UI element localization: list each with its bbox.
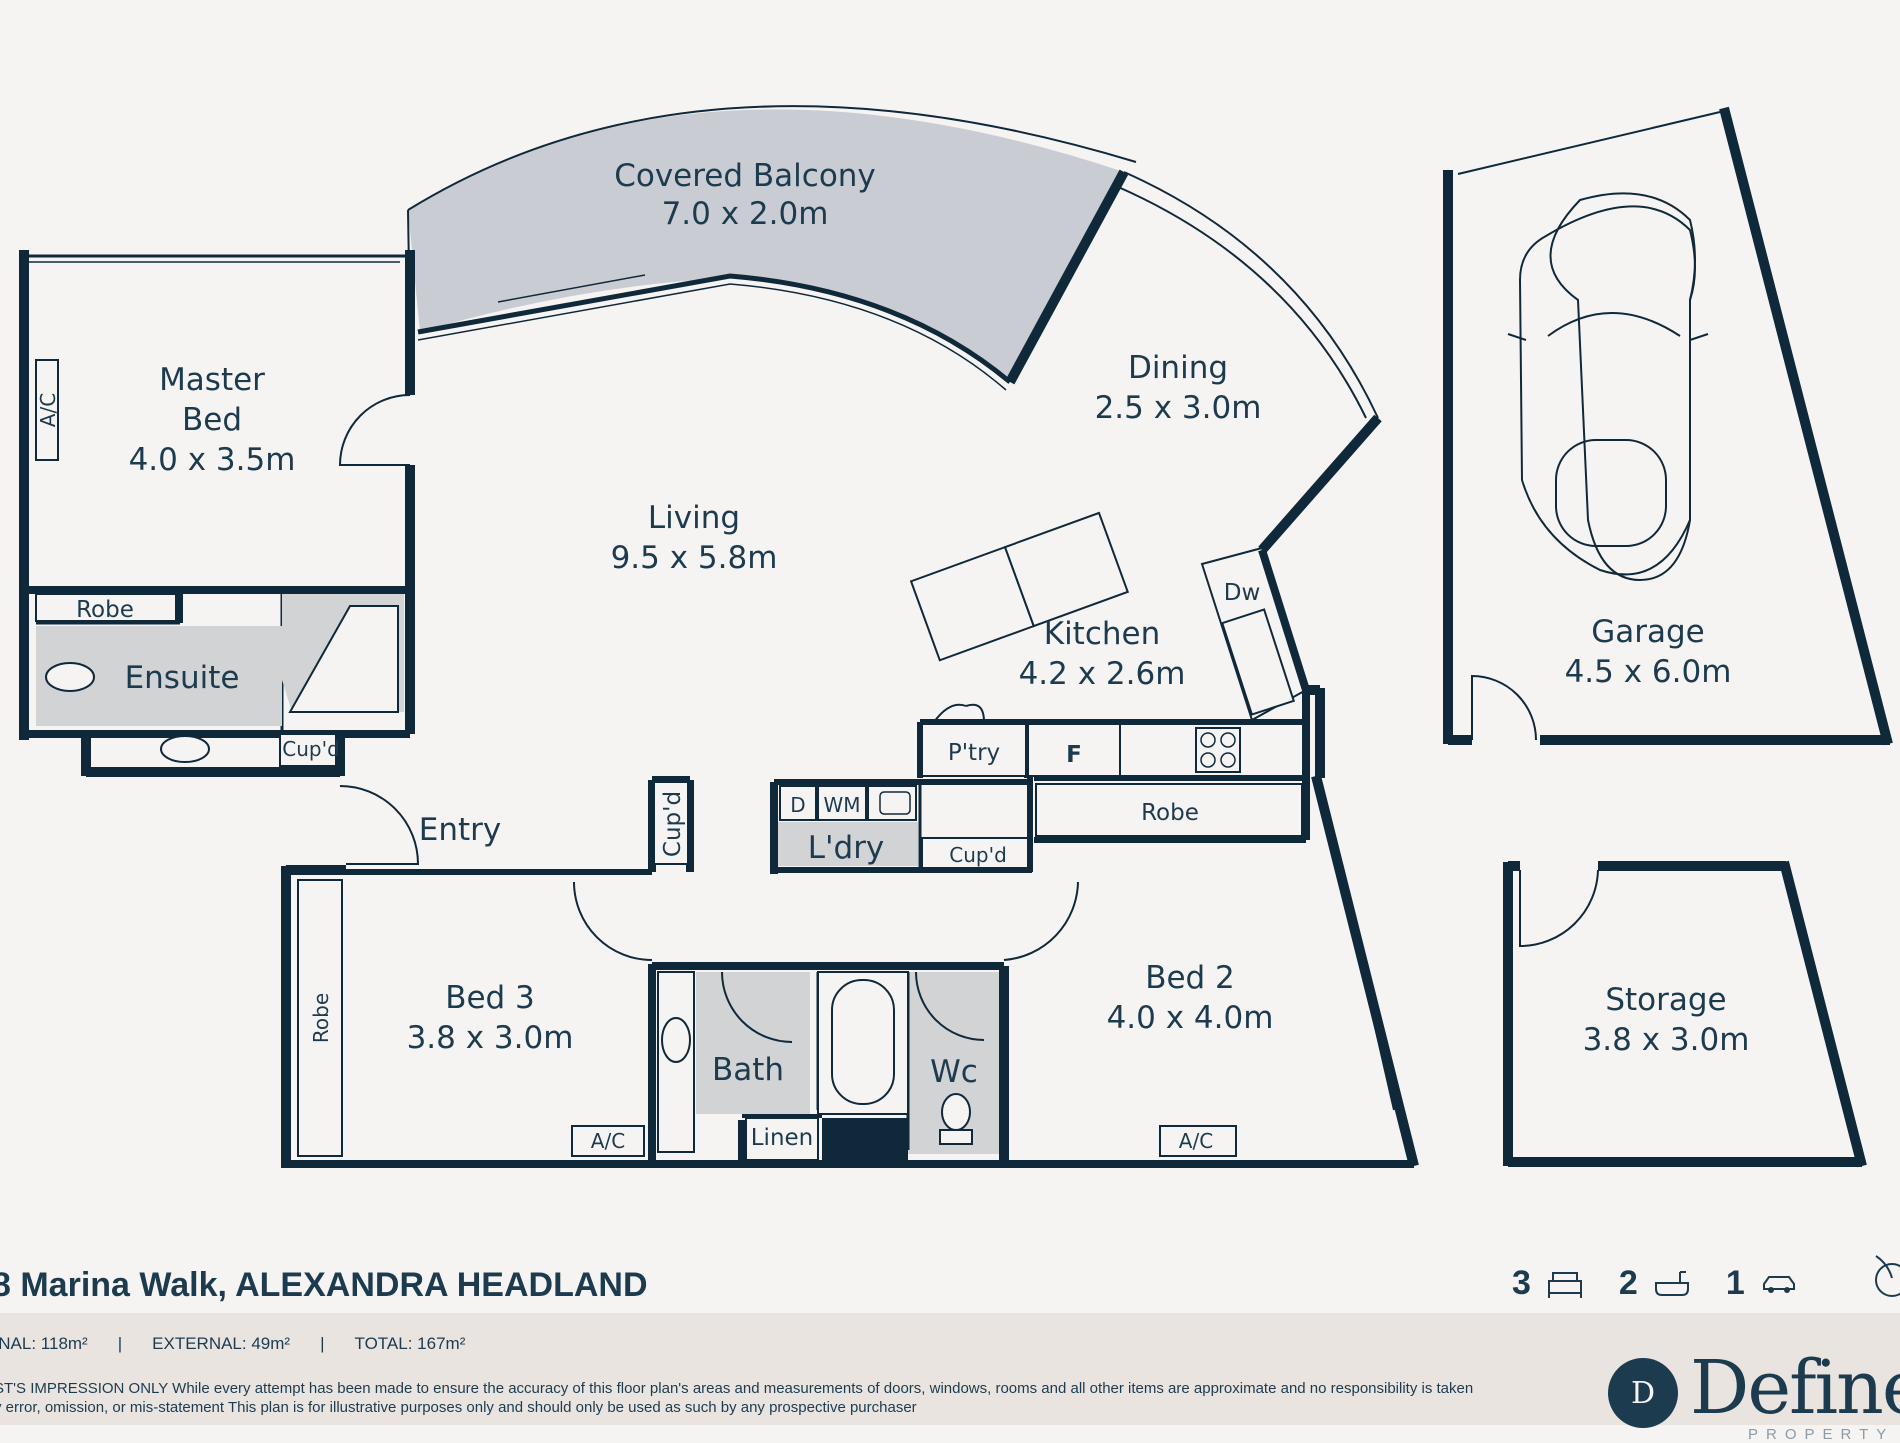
bed3-size: 3.8 x 3.0m <box>407 1020 574 1056</box>
car-icon <box>1761 1269 1797 1299</box>
living-name: Living <box>648 500 740 536</box>
stats-separator: | <box>117 1334 123 1353</box>
footer-bar <box>0 1313 1900 1425</box>
laundry-label: L'dry <box>808 830 885 866</box>
ensuite-basin-icon <box>160 735 210 763</box>
fridge-label: F <box>1066 742 1082 768</box>
covered-balcony-area <box>408 109 1124 383</box>
balcony-sliding-door <box>417 273 1012 384</box>
balcony-railing <box>407 105 1137 211</box>
leaf-logo-icon <box>1866 1250 1900 1305</box>
bath-basin-icon <box>661 1017 691 1063</box>
ensuite-label: Ensuite <box>125 660 240 696</box>
master-ac-label: A/C <box>36 393 60 427</box>
stats-separator: | <box>320 1334 325 1353</box>
storage-walls <box>1503 860 1867 1168</box>
storage-name: Storage <box>1605 982 1726 1018</box>
brand-name: Define <box>1690 1345 1900 1431</box>
bed-icon <box>1547 1269 1583 1299</box>
car-space-count: 1 <box>1725 1264 1745 1302</box>
bed3-walls <box>281 776 1010 1168</box>
kitchen-name: Kitchen <box>1044 616 1161 652</box>
garage-car-icon <box>1507 192 1709 582</box>
laundry-cupd-label: Cup'd <box>949 843 1007 867</box>
disclaimer-line-2: y error, omission, or mis-statement This… <box>0 1399 917 1416</box>
storage-size: 3.8 x 3.0m <box>1583 1022 1750 1058</box>
external-area: EXTERNAL: 49m² <box>152 1334 291 1353</box>
ensuite-cupd-label: Cup'd <box>282 737 340 761</box>
washing-machine <box>817 785 867 821</box>
bed3-robe-label: Robe <box>309 993 333 1043</box>
dining-size: 2.5 x 3.0m <box>1095 390 1262 426</box>
fridge <box>1027 723 1121 777</box>
kitchen-size: 4.2 x 2.6m <box>1019 656 1186 692</box>
area-stats: RNAL: 118m² | EXTERNAL: 49m² | TOTAL: 167m² <box>0 1334 465 1354</box>
bed2-ac-label: A/C <box>1179 1129 1213 1153</box>
garage-name: Garage <box>1591 614 1705 650</box>
master-bed-walls <box>19 250 415 777</box>
linen-label: Linen <box>751 1125 814 1151</box>
bath-wc-walls <box>652 962 1009 1168</box>
bathroom-count: 2 <box>1618 1264 1638 1302</box>
master-bed-size: 4.0 x 3.5m <box>129 442 296 478</box>
master-bed-name-1: Master <box>159 362 265 398</box>
bath-tile-floor <box>696 972 810 1114</box>
entry-cupd-label: Cup'd <box>660 791 686 857</box>
floor-plan: Covered Balcony 7.0 x 2.0m Master Bed 4.… <box>19 105 1893 1168</box>
kitchen-island <box>909 511 1130 662</box>
balcony-end-wall <box>1005 169 1129 385</box>
bed2-name: Bed 2 <box>1145 960 1235 996</box>
brand-logo: D Define PROPERTY <box>1608 1345 1900 1443</box>
garage-walls <box>1443 106 1893 746</box>
cupd-laundry <box>921 837 1029 869</box>
wc-toilet-icon <box>941 1093 971 1131</box>
dishwasher-label: Dw <box>1224 580 1261 606</box>
bed3-name: Bed 3 <box>445 980 535 1016</box>
master-ac-unit <box>35 359 59 461</box>
living-size: 9.5 x 5.8m <box>611 540 778 576</box>
bath-icon <box>1654 1269 1690 1299</box>
bath-label: Bath <box>712 1052 784 1088</box>
property-features: 3 2 1 <box>1512 1264 1833 1303</box>
bed2-size: 4.0 x 4.0m <box>1107 1000 1274 1036</box>
property-address: 8 Marina Walk, ALEXANDRA HEADLAND <box>0 1266 648 1304</box>
pantry-label: P'try <box>948 740 1000 766</box>
dryer-label: D <box>790 793 805 817</box>
internal-area: RNAL: 118m² <box>0 1334 88 1353</box>
kitchen-robe <box>1035 783 1303 837</box>
washer-label: WM <box>823 793 860 817</box>
disclaimer: ST'S IMPRESSION ONLY While every attempt… <box>0 1379 1524 1417</box>
bedroom-count: 3 <box>1512 1264 1531 1302</box>
wc-label: Wc <box>930 1054 978 1090</box>
bed3-ac-label: A/C <box>591 1129 625 1153</box>
master-robe-label: Robe <box>76 597 134 623</box>
brand-tagline: PROPERTY <box>1748 1426 1895 1443</box>
bed2-ac-unit <box>1159 1125 1237 1157</box>
kitchen-sink <box>1220 608 1296 716</box>
dining-curved-window <box>1123 171 1379 419</box>
kitchen-robe-label: Robe <box>1141 800 1199 826</box>
kitchen-laundry-walls <box>770 685 1419 1168</box>
bed3-robe <box>297 879 343 1157</box>
master-bed-name-2: Bed <box>182 402 242 438</box>
pantry <box>921 723 1027 777</box>
laundry-floor <box>778 822 918 866</box>
disclaimer-line-1: ST'S IMPRESSION ONLY While every attempt… <box>0 1380 1474 1397</box>
linen-cupboard <box>745 1117 819 1161</box>
cupd-entry <box>653 781 689 865</box>
ensuite-toilet-icon <box>45 662 95 692</box>
entry-label: Entry <box>419 812 501 848</box>
dryer <box>779 785 817 821</box>
brand-monogram: D <box>1608 1358 1678 1428</box>
garage-size: 4.5 x 6.0m <box>1565 654 1732 690</box>
total-area: TOTAL: 167m² <box>354 1334 466 1353</box>
covered-balcony-size: 7.0 x 2.0m <box>662 196 829 232</box>
dining-name: Dining <box>1128 350 1228 386</box>
covered-balcony-name: Covered Balcony <box>614 158 876 194</box>
bed3-ac-unit <box>571 1125 645 1157</box>
